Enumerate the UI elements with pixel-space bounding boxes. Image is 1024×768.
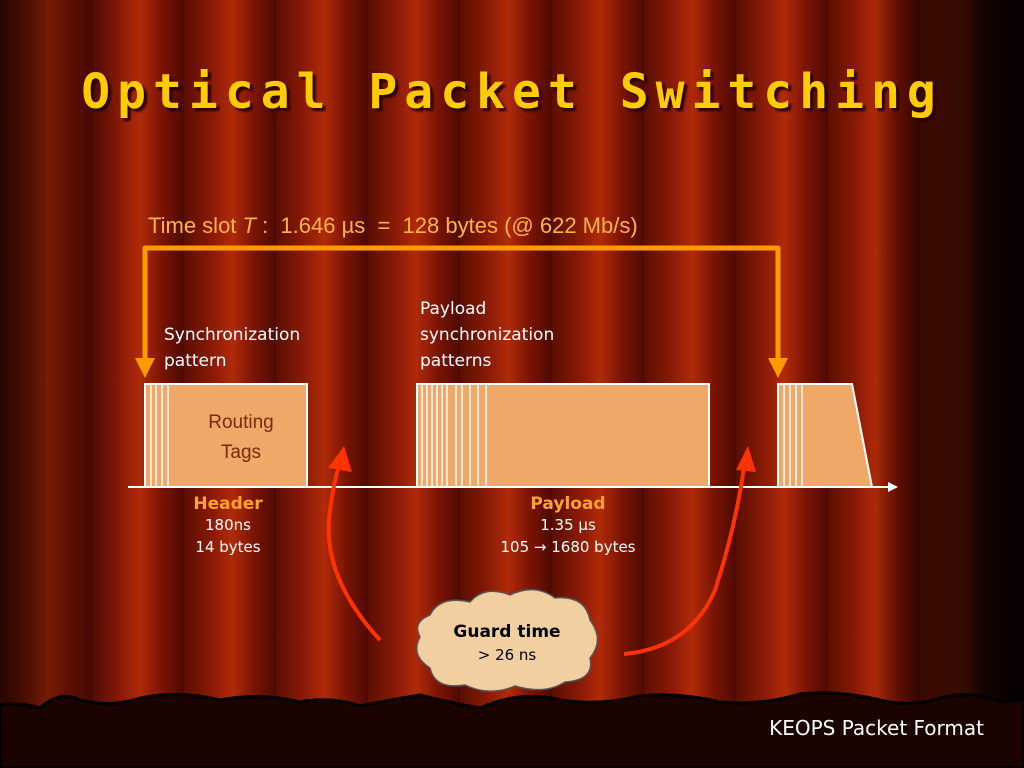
slide-title: Optical Packet Switching bbox=[81, 64, 943, 120]
payload-info-title: Payload bbox=[530, 494, 606, 514]
routing-line1: Routing bbox=[208, 412, 274, 433]
footer-caption: KEOPS Packet Format bbox=[769, 716, 984, 740]
header-info-duration: 180ns bbox=[205, 516, 251, 534]
guard-time-label: Guard time > 26 ns bbox=[420, 620, 594, 666]
guard-arrow-left bbox=[326, 461, 382, 642]
header-block bbox=[144, 383, 308, 488]
payload-sync-line2: synchronization bbox=[420, 325, 555, 345]
payload-info-duration: 1.35 µs bbox=[540, 516, 596, 534]
guard-arrowhead-left bbox=[328, 446, 352, 472]
routing-line2: Tags bbox=[220, 442, 262, 463]
header-info: Header 180ns 14 bytes bbox=[148, 494, 308, 558]
routing-tags-label: Routing Tags bbox=[172, 408, 310, 468]
header-info-title: Header bbox=[193, 494, 263, 514]
time-slot-prefix: Time slot bbox=[148, 213, 243, 238]
payload-info: Payload 1.35 µs 105 → 1680 bytes bbox=[468, 494, 668, 558]
guard-arrow-right bbox=[623, 461, 747, 656]
guard-time-value: > 26 ns bbox=[477, 646, 537, 664]
time-slot-bracket bbox=[142, 245, 781, 368]
time-slot-arrowhead-left bbox=[135, 358, 155, 378]
time-slot-arrowhead-right bbox=[768, 358, 788, 378]
time-axis-arrowhead bbox=[888, 482, 898, 492]
time-slot-label: Time slot T : 1.646 µs = 128 bytes (@ 62… bbox=[148, 213, 638, 239]
stage-floor bbox=[0, 691, 1024, 768]
payload-sync-label: Payload synchronization patterns bbox=[420, 296, 554, 374]
guard-arrowhead-right bbox=[736, 446, 756, 472]
next-packet-block bbox=[777, 383, 874, 488]
guard-time-cloud bbox=[415, 589, 599, 692]
time-slot-symbol: T bbox=[242, 213, 256, 238]
guard-time-title: Guard time bbox=[453, 622, 561, 642]
payload-block bbox=[416, 383, 710, 488]
sync-pattern-label: Synchronization pattern bbox=[164, 322, 300, 374]
sync-pattern-line1: Synchronization bbox=[164, 325, 301, 345]
payload-sync-line3: patterns bbox=[420, 351, 492, 371]
sync-pattern-line2: pattern bbox=[164, 351, 227, 371]
payload-info-size: 105 → 1680 bytes bbox=[500, 538, 636, 556]
header-info-size: 14 bytes bbox=[195, 538, 261, 556]
time-slot-value: : 1.646 µs = 128 bytes (@ 622 Mb/s) bbox=[255, 213, 638, 238]
payload-sync-line1: Payload bbox=[420, 299, 487, 319]
